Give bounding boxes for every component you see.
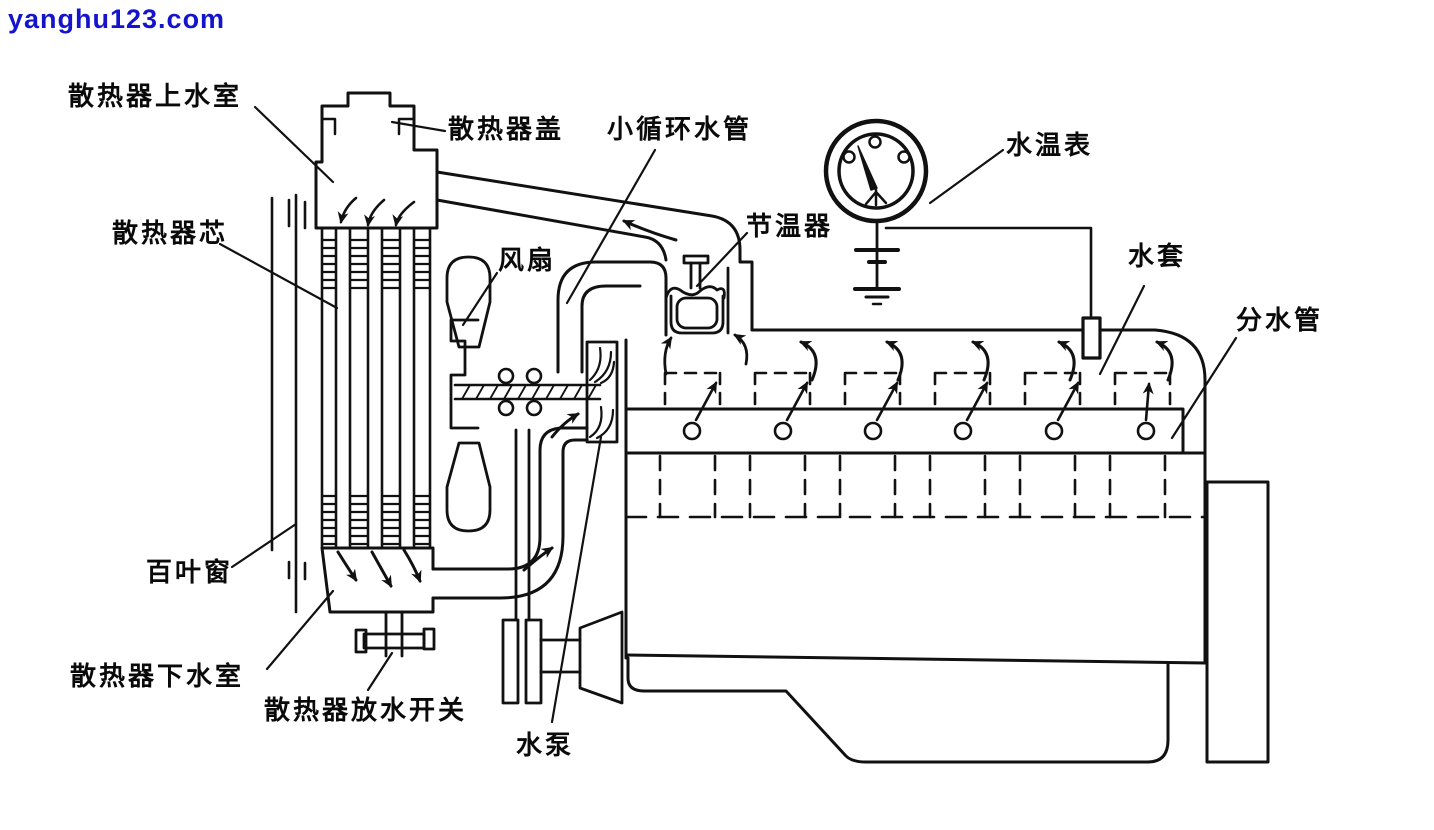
thermostat-shape bbox=[660, 254, 749, 376]
belt-pulley-shape bbox=[501, 428, 624, 705]
leader-lines bbox=[218, 105, 1238, 724]
water-pump-shape bbox=[585, 340, 619, 444]
drain-switch-shape bbox=[354, 610, 436, 658]
fan-shape bbox=[445, 255, 492, 533]
small-circulation-pipe-shape bbox=[556, 260, 668, 374]
label-radiator-lower-tank: 散热器下水室 bbox=[70, 662, 245, 691]
louver-shape bbox=[270, 193, 307, 614]
label-fan: 风扇 bbox=[498, 246, 557, 275]
upper-hose-shape bbox=[435, 170, 754, 332]
label-radiator-upper-tank: 散热器上水室 bbox=[68, 82, 243, 111]
engine-block-shape bbox=[624, 328, 1270, 764]
label-radiator-core: 散热器芯 bbox=[112, 219, 229, 248]
label-thermostat: 节温器 bbox=[746, 212, 834, 241]
pump-shaft-shape bbox=[453, 367, 602, 417]
label-water-jacket: 水套 bbox=[1128, 242, 1187, 271]
label-drain-switch: 散热器放水开关 bbox=[264, 696, 468, 725]
radiator-core-shape bbox=[320, 196, 432, 550]
cylinders-dashed bbox=[624, 454, 1207, 519]
sensor-wire-shape bbox=[884, 226, 1102, 360]
watermark-link[interactable]: yanghu123.com bbox=[8, 4, 226, 34]
label-louver: 百叶窗 bbox=[146, 558, 234, 587]
radiator-cap-shape bbox=[314, 91, 439, 230]
temperature-gauge-shape bbox=[823, 118, 929, 224]
water-jacket-dashed bbox=[663, 371, 1172, 408]
label-distribution-pipe: 分水管 bbox=[1236, 306, 1324, 335]
distribution-pipe-holes bbox=[682, 381, 1156, 441]
label-water-pump: 水泵 bbox=[516, 731, 575, 760]
label-water-temp-gauge: 水温表 bbox=[1006, 131, 1094, 160]
jacket-flow-arrows bbox=[799, 340, 1174, 382]
label-radiator-cap: 散热器盖 bbox=[448, 115, 565, 144]
label-small-circulation-pipe: 小循环水管 bbox=[607, 115, 753, 144]
radiator-lower-tank-shape bbox=[320, 412, 589, 614]
gauge-ground-shape bbox=[853, 219, 901, 306]
